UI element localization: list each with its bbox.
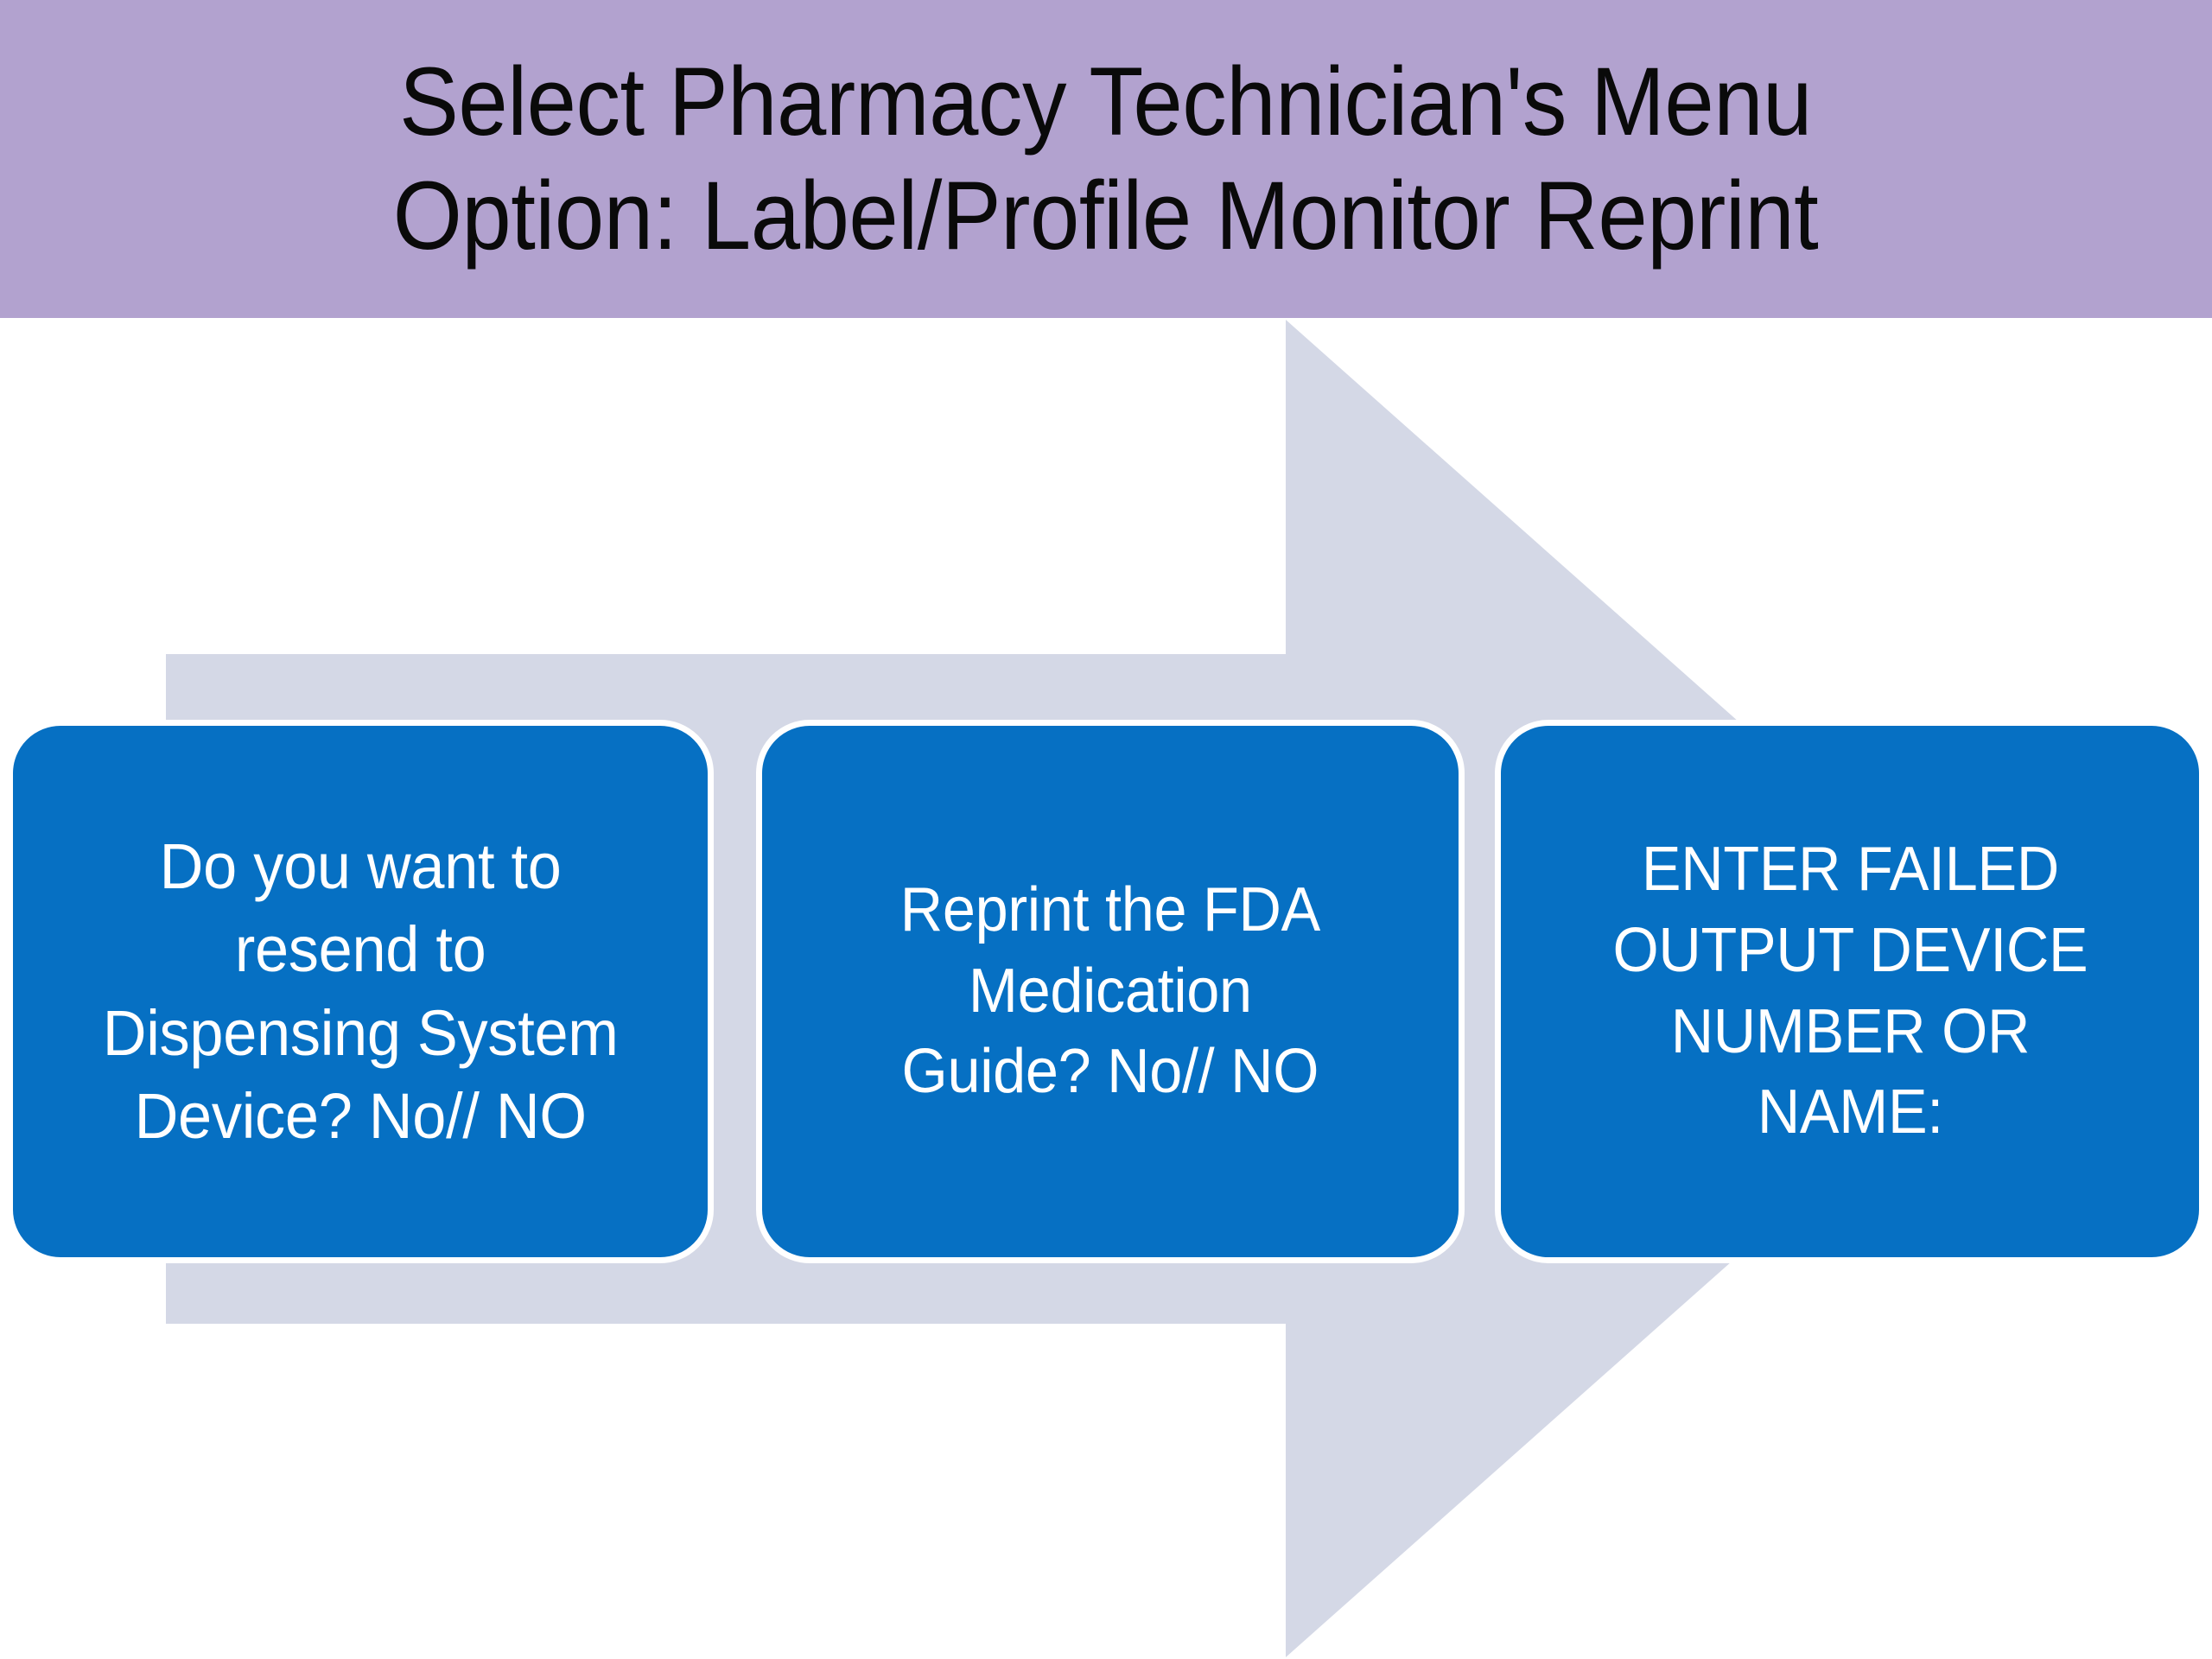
page-title: Select Pharmacy Technician's Menu Option… <box>393 47 1819 270</box>
process-step-1-label: Do you want to resend to Dispensing Syst… <box>102 830 619 1152</box>
process-step-3-label: ENTER FAILED OUTPUT DEVICE NUMBER OR NAM… <box>1612 835 2088 1147</box>
process-step-1[interactable]: Do you want to resend to Dispensing Syst… <box>7 720 714 1263</box>
title-banner: Select Pharmacy Technician's Menu Option… <box>0 0 2212 318</box>
process-step-2-label: Reprint the FDA Medication Guide? No// N… <box>899 875 1321 1107</box>
process-step-2[interactable]: Reprint the FDA Medication Guide? No// N… <box>756 720 1465 1263</box>
process-step-3[interactable]: ENTER FAILED OUTPUT DEVICE NUMBER OR NAM… <box>1495 720 2205 1263</box>
